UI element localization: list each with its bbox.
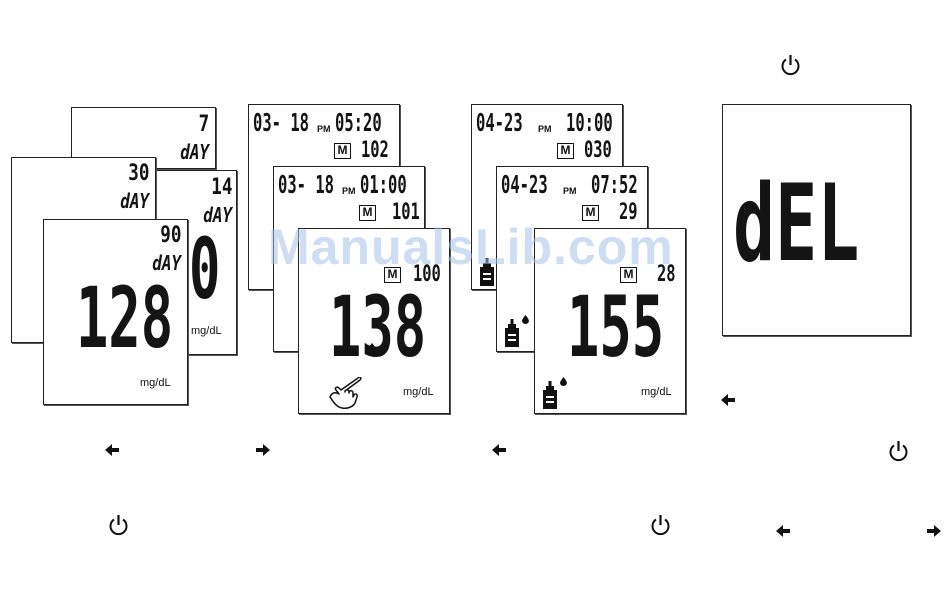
days-number: 90 [160,225,181,247]
power-icon [108,514,129,536]
watermark: ManualsLib.com [268,218,674,276]
arrow-right-icon [256,444,270,456]
units-label: mg/dL [140,378,171,389]
pm-indicator: PM [317,125,331,134]
control-solution-bottle-icon [543,381,557,409]
date-display: 03- 18 [278,172,334,197]
lcd-90-day-average: 90 dAY 128 mg/dL [43,219,188,405]
days-number: 14 [211,177,232,199]
blood-drop-icon [367,343,377,356]
time-display: 05:20 [335,110,382,135]
power-icon [780,54,801,76]
delete-text: dEL [733,171,859,277]
date-display: 04-23 [501,172,548,197]
time-display: 01:00 [360,172,407,197]
arrow-left-icon [105,444,119,456]
memory-number: 102 [361,140,389,162]
time-display: 07:52 [591,172,638,197]
units-label: mg/dL [403,387,434,398]
days-number: 7 [198,114,209,136]
lcd-delete-screen: dEL [722,104,911,336]
memory-number: 030 [584,140,612,162]
reading-value: 0 [189,227,220,311]
units-label: mg/dL [191,326,222,337]
time-display: 10:00 [566,110,613,135]
reading-value: 128 [76,276,173,360]
blood-drop-icon [560,377,567,386]
reading-value: 138 [329,285,426,369]
day-label: dAY [120,191,149,211]
date-display: 03- 18 [253,110,309,135]
arrow-left-icon [721,394,735,406]
units-label: mg/dL [641,387,672,398]
days-number: 30 [128,163,149,185]
pm-indicator: PM [563,187,577,196]
memory-indicator: M [334,143,351,159]
arrow-right-icon [927,525,941,537]
power-icon [650,514,671,536]
control-solution-bottle-icon [505,319,519,347]
arrow-left-icon [492,444,506,456]
reading-value: 155 [567,285,664,369]
pm-indicator: PM [538,125,552,134]
pm-indicator: PM [342,187,356,196]
power-icon [888,440,909,462]
finger-touch-icon [327,377,365,411]
date-display: 04-23 [476,110,523,135]
arrow-left-icon [776,525,790,537]
day-label: dAY [180,142,209,162]
blood-drop-icon [522,315,529,324]
memory-indicator: M [557,143,574,159]
